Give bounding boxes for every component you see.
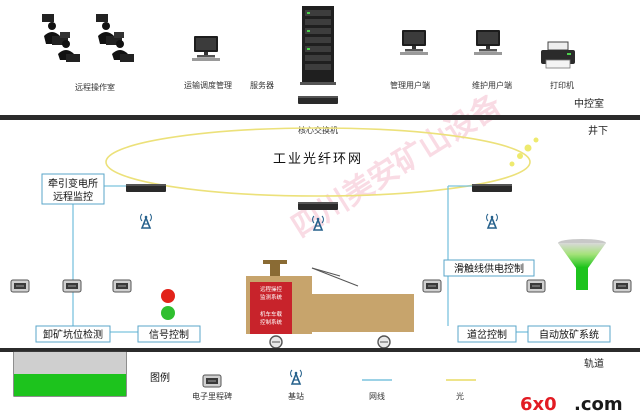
box-label: 自动放矿系统 xyxy=(539,328,599,341)
legend-label: 电子里程碑 xyxy=(192,391,232,401)
device-remote-room: 远程操作室 xyxy=(42,14,134,92)
milestone-icon xyxy=(202,374,222,388)
device-label: 打印机 xyxy=(550,80,574,90)
device-label: 远程操作室 xyxy=(75,82,115,92)
legend-label: 基站 xyxy=(288,391,304,401)
base-station-icon xyxy=(289,369,303,385)
printer-icon xyxy=(541,41,575,69)
desktop-computer-icon xyxy=(400,30,428,55)
milestone-icon xyxy=(526,279,546,293)
box-label: 卸矿坑位检测 xyxy=(43,328,103,341)
box-label: 信号控制 xyxy=(149,328,189,341)
milestone-icon xyxy=(112,279,132,293)
boundary-control-underground xyxy=(0,115,640,120)
track-rail xyxy=(0,348,640,352)
box-traction-substation: 牵引变电所 远程监控 xyxy=(41,173,105,205)
device-label: 管理用户端 xyxy=(390,80,430,90)
legend-title: 图例 xyxy=(150,371,170,384)
car-label: 机车车载 xyxy=(260,310,283,318)
device-maint-client: 维护用户端 xyxy=(472,30,512,90)
logo-text-dark: .com xyxy=(574,394,623,415)
base-station-icon xyxy=(485,213,499,229)
car-label: 远程操控 xyxy=(260,285,283,293)
box-auto-ore: 自动放矿系统 xyxy=(527,325,611,343)
zone-label-control-room: 中控室 xyxy=(574,97,604,110)
milestone-icon xyxy=(422,279,442,293)
box-switch-control: 道岔控制 xyxy=(457,325,517,343)
ore-bin-icon xyxy=(13,351,127,397)
zone-label-track: 轨道 xyxy=(584,357,604,370)
base-station-icon xyxy=(139,213,153,229)
switch-icon xyxy=(472,184,512,192)
box-unload-pit: 卸矿坑位检测 xyxy=(35,325,111,343)
car-label: 控制系统 xyxy=(260,318,283,326)
box-trolley-power: 滑触线供电控制 xyxy=(443,259,535,277)
core-switch-label: 核心交换机 xyxy=(298,125,338,135)
milestone-icon xyxy=(10,279,30,293)
locomotive-icon: 远程操控 监测系统 机车车载 控制系统 xyxy=(246,260,414,349)
legend-label: 网线 xyxy=(369,391,385,401)
device-label: 运输调度管理 xyxy=(184,80,232,90)
ring-label: 工业光纤环网 xyxy=(273,152,363,167)
zone-label-underground: 井下 xyxy=(588,124,608,137)
box-label-line1: 牵引变电所 xyxy=(48,177,98,190)
device-admin-client: 管理用户端 xyxy=(390,30,430,90)
box-label: 滑触线供电控制 xyxy=(454,262,524,275)
box-label: 道岔控制 xyxy=(467,328,507,341)
milestone-icon xyxy=(62,279,82,293)
switch-icon xyxy=(126,184,166,192)
milestone-icon xyxy=(612,279,632,293)
switch-icon xyxy=(298,202,338,210)
legend-label: 光 xyxy=(456,391,464,401)
car-label: 监测系统 xyxy=(260,293,283,301)
signal-light-icon xyxy=(161,289,175,320)
device-transport-dispatch: 运输调度管理 xyxy=(184,36,232,90)
logo-text-red: 6x0 xyxy=(520,394,557,415)
device-printer: 打印机 xyxy=(541,41,575,90)
fiber-ring xyxy=(105,127,539,197)
desktop-computer-icon xyxy=(474,30,502,55)
box-label-line2: 远程监控 xyxy=(53,190,93,203)
box-signal-control: 信号控制 xyxy=(137,325,201,343)
switch-icon xyxy=(298,96,338,104)
device-label: 服务器 xyxy=(250,80,274,90)
desktop-computer-icon xyxy=(192,36,220,61)
server-rack-icon xyxy=(300,6,336,85)
device-label: 维护用户端 xyxy=(472,80,512,90)
operators-icon xyxy=(42,14,134,62)
ore-funnel-icon xyxy=(558,239,606,290)
site-logo: 6x0 .com xyxy=(520,394,623,415)
device-server: 服务器 xyxy=(250,6,336,90)
legend: 图例 电子里程碑 基站 网线 光 xyxy=(150,369,476,401)
core-switch xyxy=(298,96,338,104)
